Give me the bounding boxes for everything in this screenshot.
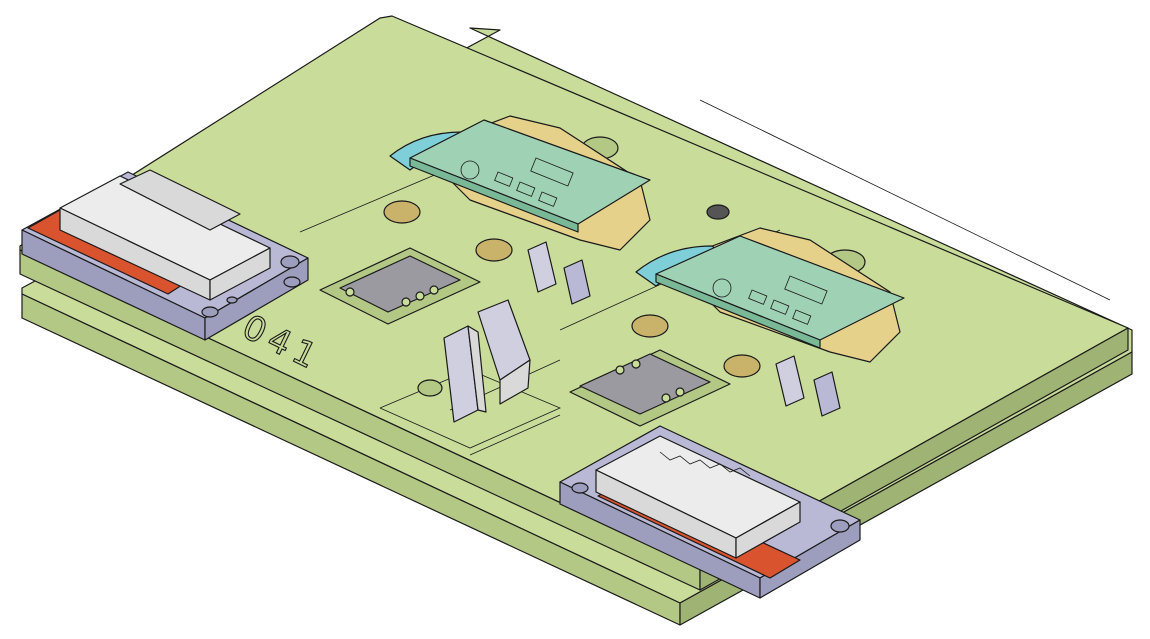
pad-plate bbox=[579, 353, 711, 415]
left-base-right bbox=[204, 257, 309, 341]
left-connector-head bbox=[119, 169, 241, 231]
mount-hole bbox=[571, 482, 589, 494]
pcb-feature bbox=[516, 181, 536, 197]
mount-hole bbox=[280, 255, 300, 269]
pad-hole bbox=[615, 365, 625, 375]
pcb-edge bbox=[655, 273, 821, 349]
right-block-right bbox=[735, 501, 801, 559]
pad-hole bbox=[401, 297, 411, 307]
pad-hole bbox=[345, 287, 355, 297]
rotary-screw bbox=[383, 200, 421, 224]
pcb-feature bbox=[784, 275, 828, 305]
pad-hole bbox=[415, 291, 425, 301]
pcb-feature bbox=[792, 309, 812, 325]
mount-hole bbox=[830, 519, 850, 533]
left-connector-assembly bbox=[21, 169, 309, 341]
pcb-feature bbox=[460, 160, 480, 180]
latch bbox=[527, 241, 557, 293]
rotary-screw bbox=[723, 354, 761, 378]
pcb-edge bbox=[409, 157, 579, 233]
pcb-feature bbox=[748, 289, 768, 305]
groove-line bbox=[699, 99, 1111, 301]
mount-hole bbox=[226, 296, 238, 304]
plate-hole bbox=[706, 204, 730, 220]
pad-hole bbox=[631, 359, 641, 369]
center-clamp bbox=[443, 299, 531, 423]
mount-hole bbox=[283, 276, 301, 288]
left-block-right bbox=[209, 247, 271, 301]
right-connector-assembly bbox=[559, 425, 861, 599]
clamp-post-side bbox=[467, 325, 487, 413]
pad-hole bbox=[661, 393, 671, 403]
right-pcb-nest bbox=[631, 227, 905, 417]
pad-hole bbox=[675, 387, 685, 397]
left-nest-pad bbox=[319, 247, 481, 325]
pcb-feature bbox=[494, 171, 514, 187]
groove-line bbox=[379, 369, 562, 449]
latch bbox=[775, 355, 805, 407]
clamp-arm-side bbox=[499, 359, 531, 405]
rotary-screw bbox=[631, 314, 669, 338]
right-nest-pad bbox=[569, 349, 731, 427]
rotary-screw bbox=[475, 238, 513, 262]
stop-block bbox=[563, 259, 591, 305]
connector-pins bbox=[659, 451, 751, 477]
pcb-feature bbox=[770, 299, 790, 315]
stop-block bbox=[813, 371, 841, 417]
groove-line bbox=[469, 414, 561, 456]
left-pcb-nest bbox=[383, 115, 651, 305]
pcb-feature bbox=[530, 157, 574, 187]
pad-hole bbox=[429, 285, 439, 295]
right-base-right bbox=[759, 519, 861, 599]
pcb-feature bbox=[538, 191, 558, 207]
plate-hole bbox=[417, 379, 443, 397]
pcb-feature bbox=[712, 278, 732, 298]
pad-plate bbox=[339, 255, 461, 313]
mount-hole bbox=[201, 306, 219, 318]
